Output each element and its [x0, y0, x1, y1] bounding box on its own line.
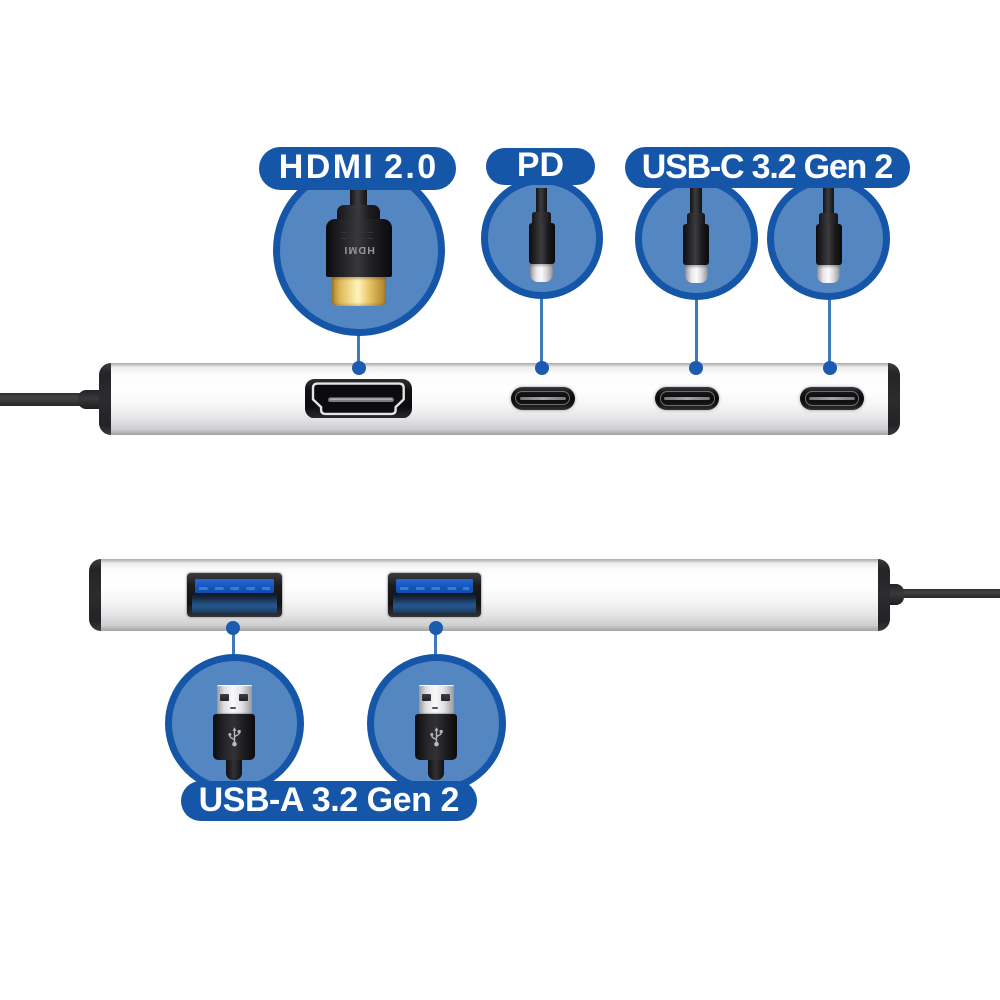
usbc-plug-1-collar: [686, 213, 706, 224]
usba-plug-2-pin-slot-right: [440, 693, 451, 701]
usba-plug-1-pin-slot-left: [219, 693, 230, 701]
hdmi-plug-gold-tip: [331, 276, 386, 306]
usba-port-1-tongue: [194, 579, 274, 593]
usba-plug-2-notch: [432, 706, 438, 709]
pd-plug-body: [528, 223, 555, 264]
hdmi-callout-pill: HDMI 2.0: [259, 147, 456, 190]
usba-plug-1-cable: [225, 760, 243, 780]
pd-plug-tip: [530, 263, 553, 282]
usbc-plug-1-tip: [684, 264, 708, 283]
usba-plug-2-pin-slot-left: [421, 693, 432, 701]
usbc-port-1-slot: [664, 397, 711, 401]
usbc-plug-1-cable: [690, 188, 702, 213]
cable-strain-relief-left: [78, 389, 100, 409]
usba-port-2: [387, 572, 481, 617]
usba-port-1-pins: [198, 586, 270, 590]
usb-trident-icon: [227, 727, 241, 747]
usba-port-2-tongue: [395, 579, 473, 593]
pd-plug-cable: [535, 188, 548, 212]
hdmi-callout-dot: [351, 360, 366, 375]
usbc-plug-2-body: [815, 224, 842, 265]
hdmi-plug-marking: HDMI: [342, 244, 375, 256]
usba-port-2-pins: [399, 586, 469, 590]
top-bar-right-endcap: [888, 363, 900, 435]
usbc-port-2: [800, 387, 864, 411]
usbc-plug-2-cable: [822, 188, 835, 213]
usbc-port-2-slot: [809, 397, 855, 401]
usba-plug-1-pin-slot-right: [238, 693, 249, 701]
usba-callout-label: USB-A 3.2 Gen 2: [198, 780, 460, 819]
pd-callout-dot: [534, 360, 549, 375]
usbc-port-pd-slot: [519, 396, 566, 400]
hdmi-plug-cable: [350, 190, 367, 206]
usba2-callout-dot: [428, 621, 443, 635]
hdmi-plug-body: [325, 219, 392, 277]
hdmi-plug-vents-row2: [341, 237, 375, 240]
usbc-plug-2-tip: [817, 264, 840, 283]
pd-callout-line: [540, 292, 543, 368]
top-bar-left-endcap: [98, 363, 111, 435]
usbc-port-1: [655, 387, 720, 411]
usba-plug-1-notch: [230, 706, 236, 709]
usbc1-callout-dot: [689, 361, 703, 375]
hub-top-bar: [98, 363, 900, 435]
usbc-callout-label: USB-C 3.2 Gen 2: [641, 147, 894, 186]
usba-port-2-cavity: [393, 592, 476, 613]
bottom-bar-right-endcap: [877, 559, 890, 631]
usb-trident-icon: [429, 727, 443, 747]
usbc-port-pd: [510, 386, 575, 410]
pd-callout-pill: PD: [486, 146, 595, 185]
usbc2-callout-line: [828, 294, 831, 368]
hdmi-plug-vents-row1: [341, 231, 375, 234]
usbc-plug-2-collar: [819, 213, 838, 224]
usba2-callout-line: [434, 628, 437, 658]
usbc-port-2-outline: [804, 391, 860, 406]
usbc2-callout-dot: [823, 361, 837, 375]
pd-plug-collar: [532, 212, 551, 223]
host-cable-left: [0, 392, 80, 406]
usbc-plug-1-body: [683, 224, 709, 265]
usba-port-1: [186, 572, 282, 617]
pd-callout-label: PD: [516, 146, 565, 184]
usba1-callout-dot: [226, 621, 240, 635]
hdmi-plug-collar: [337, 205, 380, 220]
usba-callout-pill: USB-A 3.2 Gen 2: [181, 781, 477, 821]
bottom-bar-left-endcap: [89, 559, 101, 631]
usba-port-1-cavity: [192, 592, 277, 613]
host-cable-right: [903, 589, 1000, 598]
hdmi-callout-label: HDMI 2.0: [278, 148, 439, 187]
usbc-callout-pill: USB-C 3.2 Gen 2: [625, 147, 910, 188]
usbc-port-pd-outline: [515, 391, 570, 406]
usba1-callout-line: [231, 628, 235, 658]
hdmi-callout-line: [357, 330, 360, 368]
usbc-port-1-outline: [659, 391, 715, 406]
cable-strain-relief-right: [888, 583, 904, 605]
hdmi-port: [305, 379, 413, 419]
usba-plug-2-cable: [427, 760, 445, 780]
usbc1-callout-line: [694, 294, 698, 368]
